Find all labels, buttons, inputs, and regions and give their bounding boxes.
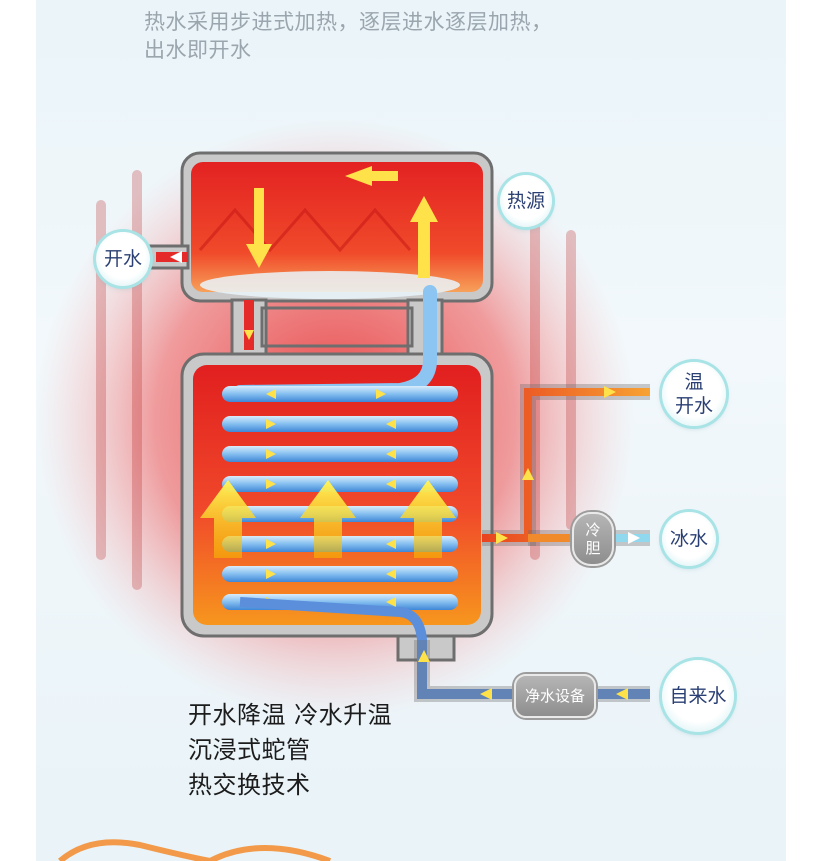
cooler-label-2: 胆 — [585, 539, 601, 557]
caption-line-2: 沉浸式蛇管 — [188, 736, 311, 764]
intro-line-1: 热水采用步进式加热，逐层进水逐层加热， — [144, 10, 553, 34]
ice-water-bubble: 冰水 — [662, 512, 716, 566]
tap-water-bubble: 自来水 — [662, 660, 734, 732]
warm-water-bubble: 温 开水 — [662, 362, 726, 426]
water-purifier: 净水设备 — [514, 674, 596, 718]
warm-water-label-2: 开水 — [674, 395, 713, 417]
heat-rise-arrows — [200, 480, 456, 558]
warm-flow-arrows — [496, 386, 616, 544]
heating-element — [198, 207, 412, 253]
arrow-yellow-left — [345, 166, 372, 186]
cooler-tank: 冷 胆 — [572, 512, 614, 566]
heat-source-label: 热源 — [506, 190, 545, 212]
caption-line-1: 开水降温 冷水升温 — [188, 701, 393, 729]
cooler-label-1: 冷 — [585, 521, 601, 539]
caption-line-3: 热交换技术 — [188, 771, 311, 799]
arrow-yellow-up — [410, 196, 438, 222]
caption: 开水降温 冷水升温 沉浸式蛇管 热交换技术 — [188, 698, 392, 803]
boiling-water-label: 开水 — [103, 248, 142, 270]
tap-water-inlet-pipe — [239, 597, 650, 699]
steam-layer — [200, 271, 460, 299]
arrow-out-left — [170, 251, 182, 263]
intro-text: 热水采用步进式加热，逐层进水逐层加热， 出水即开水 — [144, 8, 664, 64]
ice-water-label: 冰水 — [669, 528, 708, 550]
inlet-flow-arrows — [418, 650, 628, 700]
purifier-label: 净水设备 — [524, 687, 585, 705]
intro-line-2: 出水即开水 — [144, 38, 252, 62]
boiling-water-bubble: 开水 — [96, 232, 150, 286]
tap-water-label: 自来水 — [669, 685, 727, 707]
heat-source-bubble: 热源 — [500, 175, 552, 227]
warm-water-label-1: 温 — [684, 371, 704, 393]
decorative-swirl — [58, 839, 211, 861]
arrow-yellow-down — [246, 244, 272, 268]
